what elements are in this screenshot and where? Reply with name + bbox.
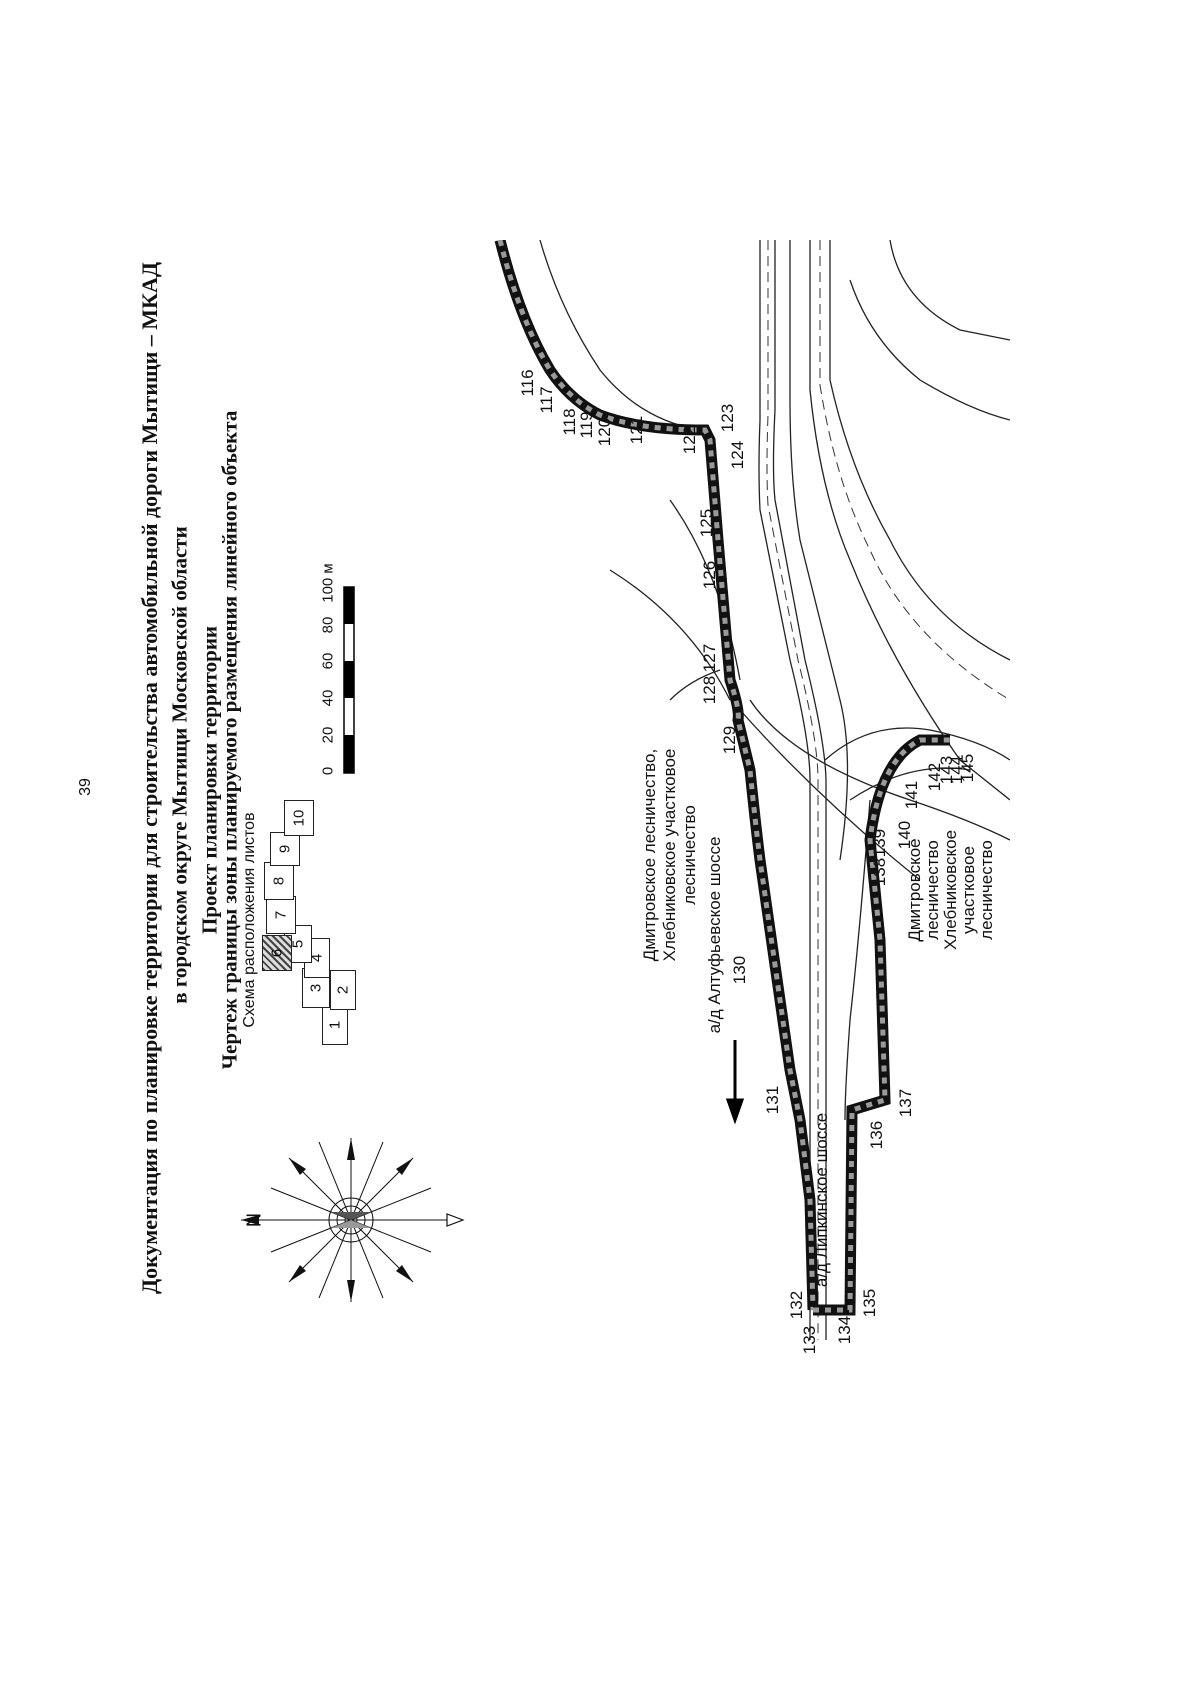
point-label: 145 — [958, 753, 977, 783]
point-label: 137 — [896, 1088, 915, 1118]
point-label: 133 — [800, 1325, 819, 1355]
scale-tick-60: 60 — [319, 652, 337, 670]
scale-tick-80: 80 — [319, 616, 337, 634]
scale-bar — [343, 586, 355, 774]
point-label: 140 — [895, 820, 914, 850]
point-label: 122 — [680, 425, 699, 455]
point-label: 116 — [518, 369, 537, 397]
point-label: 128 — [700, 675, 719, 705]
point-label: 120 — [595, 417, 614, 447]
sheet-scheme-label: Схема расположения листов — [241, 812, 258, 1028]
sheet-2-label: 2 — [334, 985, 352, 995]
scale-tick-0: 0 — [319, 766, 337, 776]
point-label: 136 — [867, 1120, 886, 1150]
point-label: 119 — [577, 411, 596, 439]
map-label-forest-1: Дмитровское лесничество, — [640, 748, 659, 962]
map-label-forest-b4: участковое — [959, 846, 978, 934]
sheet-10 — [284, 800, 314, 836]
point-label: 117 — [537, 386, 556, 414]
point-label: 135 — [860, 1288, 879, 1318]
point-label: 123 — [718, 403, 737, 433]
map-label-forest-b3: Хлебниковское — [941, 829, 960, 951]
point-label: 121 — [627, 415, 646, 445]
title-line-4: Чертеж границы зоны планируемого размеще… — [217, 410, 242, 1070]
sheet-7-label: 7 — [272, 910, 290, 920]
sheet-6-highlighted — [262, 935, 292, 971]
map-label-forest-b1: Дмитровское — [905, 838, 924, 942]
point-label: 131 — [763, 1085, 782, 1115]
compass-rose-icon — [241, 1138, 465, 1302]
map-label-forest-2: Хлебниковское участковое — [660, 748, 679, 962]
sheet-1-label: 1 — [326, 1020, 344, 1030]
point-label: 134 — [835, 1315, 854, 1345]
sheet-10-label: 10 — [290, 809, 308, 827]
map-label-road-altufevskoe: а/д Алтуфьевское шоссе — [705, 836, 724, 1034]
point-label: 130 — [730, 955, 749, 985]
sheet-3-label: 3 — [307, 983, 325, 993]
map-label-forest-b2: лесничество — [923, 840, 942, 940]
point-label: 124 — [728, 440, 747, 470]
point-label: 125 — [697, 508, 716, 538]
title-line-1: Документация по планировке территории дл… — [137, 262, 162, 1294]
map-label-forest-b5: лесничество — [977, 840, 996, 940]
sheet-2 — [330, 970, 356, 1010]
sheet-7 — [266, 896, 296, 934]
point-label: 127 — [700, 643, 719, 673]
page-number: 39 — [76, 778, 94, 796]
point-label: 126 — [700, 560, 719, 590]
point-label: 132 — [787, 1290, 806, 1320]
map-drawing — [490, 240, 1010, 1340]
sheet-6-label: 6 — [268, 948, 286, 958]
point-label: 139 — [870, 828, 889, 858]
compass-north-label: N — [243, 1212, 266, 1228]
point-label: 129 — [720, 725, 739, 755]
point-label: 141 — [902, 780, 921, 810]
sheet-5-label: 5 — [289, 939, 307, 949]
title-line-2: в городском округе Мытищи Московской обл… — [167, 526, 192, 1004]
scale-tick-20: 20 — [319, 726, 337, 744]
sheet-8-label: 8 — [270, 876, 288, 886]
map-label-forest-3: лесничество — [680, 805, 699, 905]
scale-tick-40: 40 — [319, 689, 337, 707]
scale-tick-100: 100 м — [319, 563, 337, 603]
sheet-9-label: 9 — [276, 844, 294, 854]
map-label-road-lipkinskoe: а/д Липкинское шоссе — [812, 1112, 831, 1288]
point-label: 138 — [870, 857, 889, 887]
